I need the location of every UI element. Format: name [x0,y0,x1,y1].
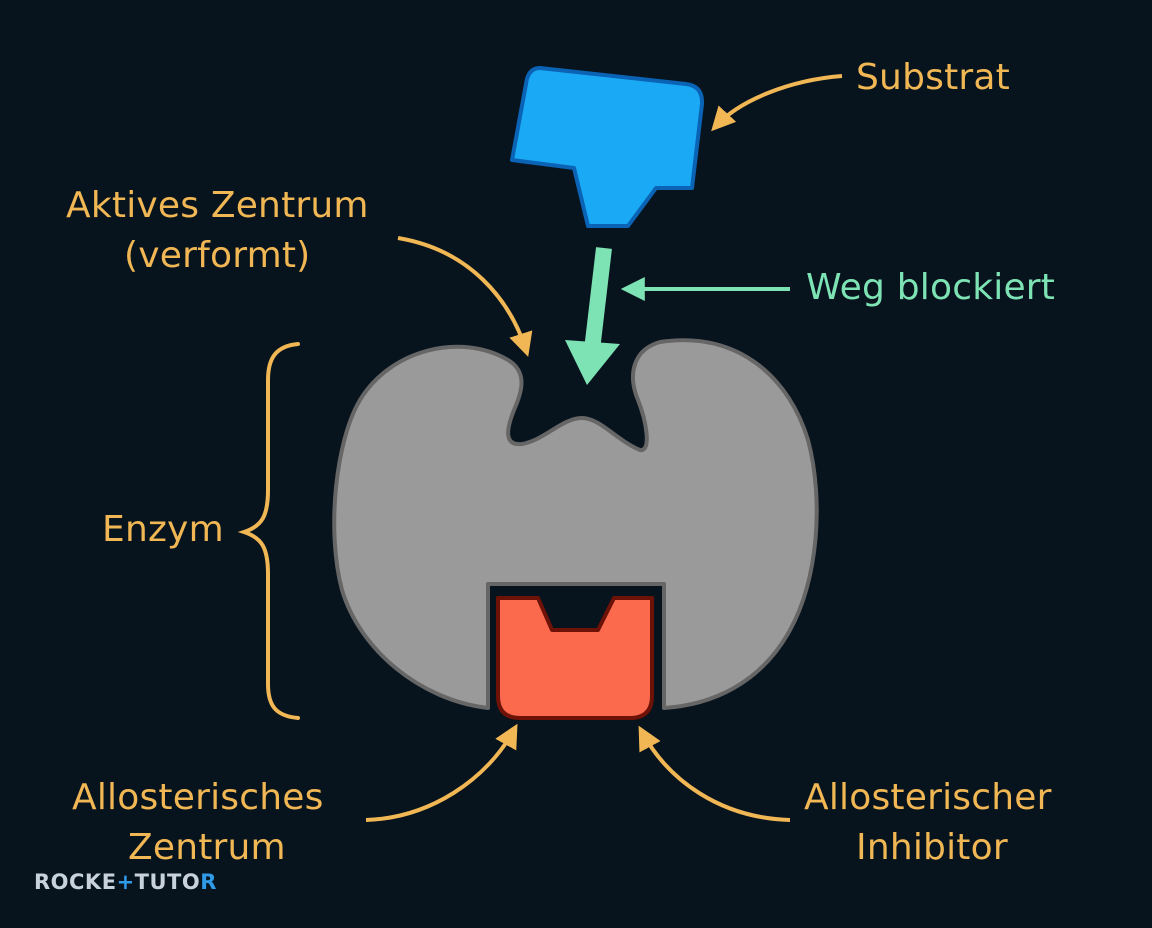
blocked-path-arrow [565,247,620,385]
allosteric-site-label-line1: Allosterisches [72,777,324,818]
active-site-pointer [397,236,533,357]
allosteric-inhibitor-pointer [638,725,791,822]
enzyme-brace [237,342,300,720]
brand-logo: ROCKE+TUTOR [34,870,217,894]
brand-part3: R [200,870,217,894]
allosteric-inhibitor-label-line2: Inhibitor [856,827,1008,868]
path-blocked-label: Weg blockiert [806,267,1056,308]
allosteric-site-label-line2: Zentrum [128,827,286,868]
brand-part2: TUTO [134,870,201,894]
enzyme-shape [332,338,819,710]
allosteric-site-pointer [365,723,518,822]
allosteric-inhibitor-label-line1: Allosterischer [804,777,1052,818]
brand-plus: + [116,870,135,894]
brand-part1: ROCKE [34,870,117,894]
substrate-label: Substrat [856,57,1010,98]
allosteric-inhibitor-shape [496,596,654,720]
active-site-label-line2: (verformt) [124,235,311,276]
enzyme-label: Enzym [102,509,224,550]
substrate-pointer [711,74,843,132]
substrate-shape [510,66,705,228]
active-site-label-line1: Aktives Zentrum [66,185,369,226]
